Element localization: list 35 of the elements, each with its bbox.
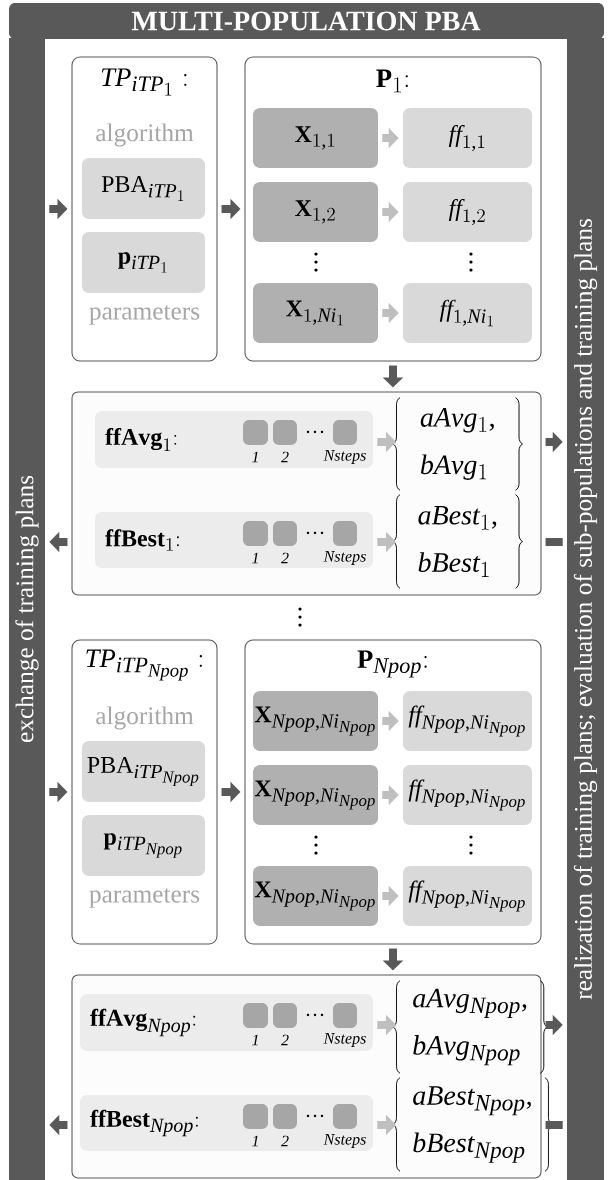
individual-box: $\mathbf{X}_{Npop,Ni_{Npop}}$ — [253, 765, 378, 825]
individual-box: $\mathbf{X}_{Npop,Ni_{Npop}}$ — [253, 691, 378, 751]
fitness-box: $\mathit{ff}_{Npop,Ni_{Npop}}$ — [403, 691, 532, 751]
fitness-box: $\mathit{ff}_{1,1}$ — [403, 108, 532, 168]
individual-box: $\mathbf{X}_{Npop,Ni_{Npop}}$ — [253, 866, 378, 926]
parameter-box: $\mathrm{PBA}_{iTP_{Npop}}$ — [82, 741, 205, 802]
side-band: realization of training plans; evaluation of sub-populations and training plans — [567, 38, 604, 1180]
step-label: 2 — [281, 451, 289, 463]
step-label: 1 — [252, 552, 258, 564]
step-label: Nsteps — [323, 450, 366, 464]
side-band: exchange of training plans — [9, 38, 45, 1180]
step-label: Nsteps — [323, 1033, 366, 1047]
step-label: 1 — [252, 1034, 258, 1046]
step-label: 1 — [252, 451, 258, 463]
step-label: 1 — [252, 1135, 258, 1147]
individual-box: $\mathbf{X}_{1,Ni_{1}}$ — [253, 283, 378, 343]
node-label: exchange of training plans — [15, 475, 39, 743]
parameter-box: $\mathbf{p}_{iTP_{Npop}}$ — [82, 815, 205, 876]
fitness-box: $\mathit{ff}_{1,2}$ — [403, 182, 532, 242]
bracketed-values: $aBest_{1},$ $bBest_{1}$ — [392, 494, 523, 589]
step-label: Nsteps — [323, 551, 366, 565]
individual-box: $\mathbf{X}_{1,1}$ — [253, 108, 378, 168]
bracketed-values: $aBest_{Npop},$ $bBest_{Npop}$ — [392, 1077, 553, 1172]
step-label: 2 — [281, 1034, 289, 1046]
node-label: realization of training plans; evaluation of sub-populations and training plans — [573, 219, 598, 1000]
parameter-box: $\mathrm{PBA}_{iTP_{1}}$ — [82, 158, 205, 219]
step-label: 2 — [281, 1135, 289, 1147]
fitness-box: $\mathit{ff}_{1,Ni_{1}}$ — [403, 283, 532, 343]
individual-box: $\mathbf{X}_{1,2}$ — [253, 182, 378, 242]
fitness-box: $\mathit{ff}_{Npop,Ni_{Npop}}$ — [403, 866, 532, 926]
fitness-box: $\mathit{ff}_{Npop,Ni_{Npop}}$ — [403, 765, 532, 825]
step-label: 2 — [281, 552, 289, 564]
title-bar: MULTI-POPULATION PBA — [9, 3, 604, 39]
step-label: Nsteps — [323, 1134, 366, 1148]
parameter-box: $\mathbf{p}_{iTP_{1}}$ — [82, 232, 205, 293]
